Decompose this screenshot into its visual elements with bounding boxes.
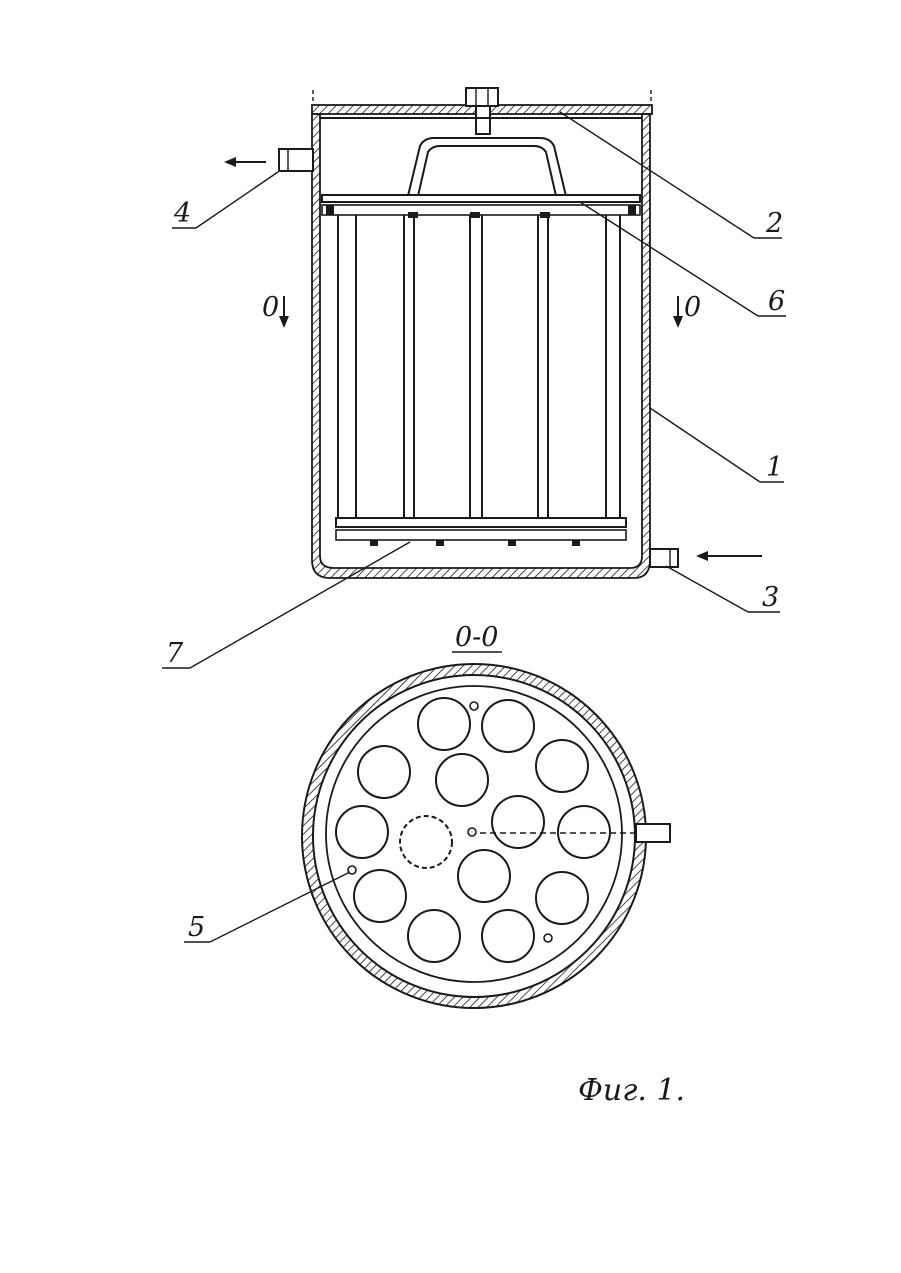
plan-nozzle [636, 824, 670, 842]
basket-bottom-plate [336, 518, 626, 527]
label-3: 3 [762, 582, 779, 613]
inlet-flow-arrow [696, 551, 762, 561]
label-2: 2 [765, 208, 783, 239]
basket-handle [408, 138, 566, 196]
svg-text:0: 0 [684, 292, 701, 323]
section-mark-right: 0 [673, 292, 701, 328]
outlet-flow-arrow [224, 157, 266, 167]
svg-text:0: 0 [262, 292, 279, 323]
label-6: 6 [768, 286, 785, 317]
inlet-pipe [650, 549, 678, 567]
filter-elements [338, 215, 620, 518]
side-section-view: 0 0 2 6 1 3 7 4 [162, 88, 786, 669]
basket-top-plate [322, 195, 640, 202]
plan-section-view: 0-0 [184, 622, 670, 1008]
outlet-pipe [279, 149, 313, 171]
figure-caption: Фиг. 1. [578, 1073, 685, 1108]
label-5: 5 [188, 912, 205, 943]
section-title: 0-0 [455, 622, 498, 653]
bottom-plate-studs [370, 540, 580, 546]
label-1: 1 [766, 452, 783, 483]
label-7: 7 [166, 638, 184, 669]
label-4: 4 [173, 198, 191, 229]
section-mark-left: 0 [262, 292, 289, 328]
